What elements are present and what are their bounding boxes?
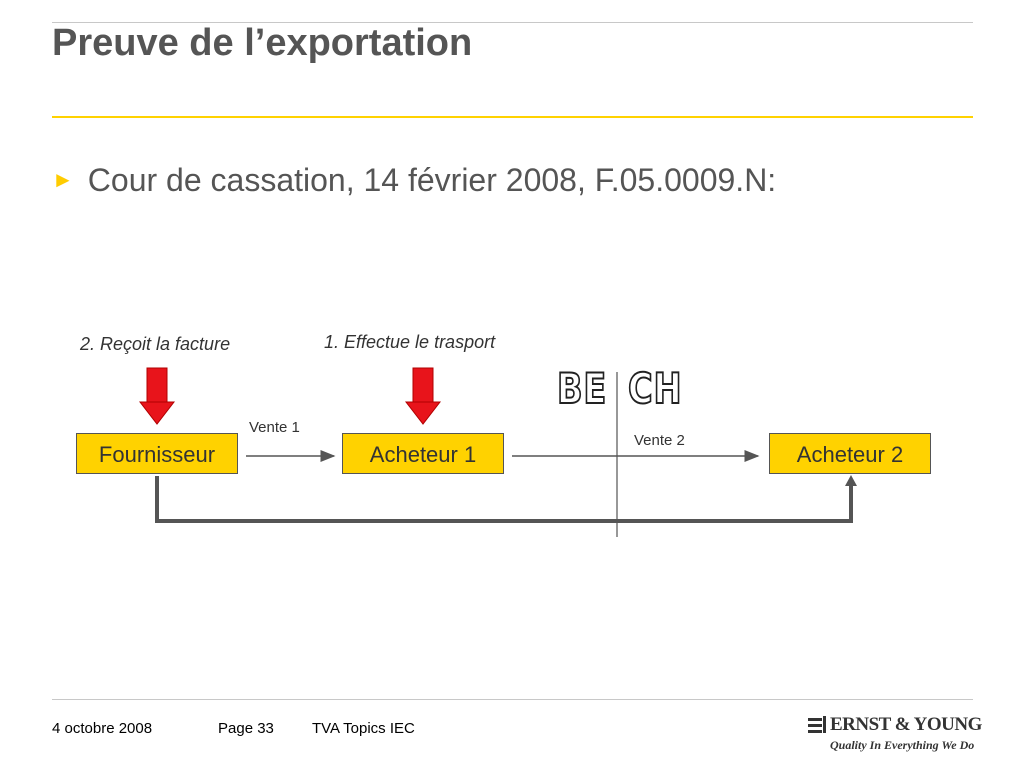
transport-path bbox=[155, 476, 853, 523]
edge-label-vente1: Vente 1 bbox=[249, 419, 300, 436]
bullet-item: ► Cour de cassation, 14 février 2008, F.0… bbox=[52, 162, 776, 199]
footer-date: 4 octobre 2008 bbox=[52, 720, 153, 737]
country-label-ch: CH bbox=[627, 363, 683, 414]
logo-brand: ERNST & YOUNG bbox=[830, 714, 982, 735]
node-acheteur2: Acheteur 2 bbox=[769, 433, 931, 474]
note-recoit-facture: 2. Reçoit la facture bbox=[80, 334, 231, 354]
footer-topic: TVA Topics IEC bbox=[312, 720, 415, 737]
node-acheteur1: Acheteur 1 bbox=[342, 433, 504, 474]
bullet-arrow-icon: ► bbox=[52, 167, 74, 192]
transport-arrowhead bbox=[845, 475, 857, 486]
page-title: Preuve de l’exportation bbox=[52, 22, 473, 64]
edge-label-vente2: Vente 2 bbox=[634, 432, 685, 449]
title-underline bbox=[52, 116, 973, 118]
node-fournisseur: Fournisseur bbox=[76, 433, 238, 474]
country-label-be: BE bbox=[556, 363, 608, 414]
footer-page: Page 33 bbox=[218, 720, 274, 737]
logo-tagline: Quality In Everything We Do bbox=[830, 738, 975, 752]
note-effectue-transport: 1. Effectue le trasport bbox=[324, 332, 496, 352]
bullet-text: Cour de cassation, 14 février 2008, F.05… bbox=[87, 162, 777, 198]
top-rule bbox=[52, 22, 973, 23]
footer-rule bbox=[52, 699, 973, 700]
ernst-young-logo: ERNST & YOUNG Quality In Everything We D… bbox=[808, 712, 982, 756]
red-down-arrow-icon bbox=[404, 367, 442, 425]
ey-logo-icon bbox=[808, 716, 826, 733]
red-down-arrow-icon bbox=[138, 367, 176, 425]
